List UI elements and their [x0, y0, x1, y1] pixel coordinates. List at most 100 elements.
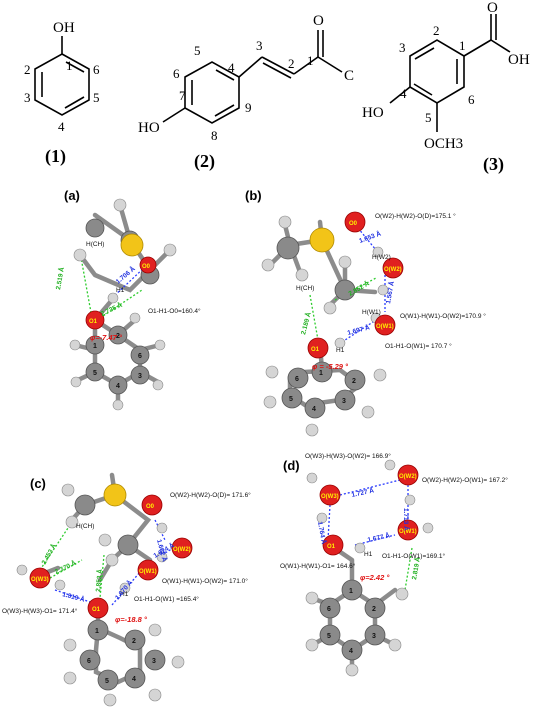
- panel-c-ring-num: 6: [87, 658, 91, 665]
- s2-oh-label: HO: [138, 120, 160, 136]
- panel-a: (a) O1 O0 H1 H(CH) 2.519: [53, 188, 201, 411]
- panel-b-dist-blue: 1.697 Å: [346, 322, 371, 337]
- panel-d-h-atom: [384, 459, 396, 471]
- s1-label: (1): [45, 146, 66, 167]
- s2-carbonyl-o: O: [313, 13, 324, 29]
- panel-c-h-atom: [16, 564, 28, 576]
- panel-a-hbond-green: [99, 289, 143, 319]
- panel-c-h-atom: [63, 638, 77, 652]
- s2-atom-num: 2: [288, 56, 295, 71]
- panel-c-ring-c: [87, 619, 109, 641]
- panel-c-angle: O(W3)-H(W3)-O1= 171.4°: [2, 607, 78, 615]
- panel-b-hch-label: H(CH): [296, 285, 314, 292]
- panel-b-h-atom: [377, 284, 389, 296]
- panel-c-ow2-atom: [171, 537, 193, 559]
- panel-c-ring-c: [144, 649, 166, 671]
- s3-acid-o: O: [487, 0, 498, 16]
- s2-chain-bond: [238, 56, 263, 78]
- panel-a-s-atom: [120, 233, 144, 257]
- panel-a-h1-label: H1: [116, 287, 125, 294]
- s2-atom-num: 5: [194, 43, 201, 58]
- panel-c-s-atom: [103, 483, 127, 507]
- panel-d-h-atom: [345, 663, 359, 677]
- panel-d-h-atom: [305, 591, 319, 605]
- s1-ring: [34, 53, 90, 116]
- panel-b-ring-c: [334, 389, 356, 411]
- panel-b-o0-atom: [344, 211, 366, 233]
- panel-c-hbond-green: [39, 524, 71, 571]
- panel-a-ring-c: [85, 362, 105, 382]
- panel-b-o1-atom: [307, 337, 329, 359]
- s1-atom-num: 5: [93, 90, 100, 105]
- s3-oh-bond: [389, 86, 411, 104]
- panel-d-label: (d): [283, 458, 300, 473]
- panel-c-ring-c: [97, 669, 119, 691]
- s2-chain-double: [262, 62, 292, 79]
- s2-atom-num: 4: [228, 60, 235, 75]
- panel-a-label: (a): [64, 188, 80, 203]
- panel-b-h-atom: [261, 258, 275, 272]
- panel-d-dist-blue: 1.677 Å: [367, 530, 391, 544]
- panel-d-angle: O1-H1-O(W1)=169.1°: [382, 552, 446, 560]
- panel-c-ring-num: 4: [132, 676, 136, 683]
- panel-c-dist-green: 2.853 Å: [93, 568, 104, 592]
- panel-a-h-atom: [152, 379, 164, 391]
- panel-c-ring-c: [79, 649, 101, 671]
- panel-b-label: (b): [245, 188, 262, 203]
- panel-a-hch-label: H(CH): [86, 241, 104, 248]
- panel-c-dist-blue: 1.819 Å: [61, 589, 86, 604]
- panel-c-ring-num: 5: [105, 678, 109, 685]
- panel-b-ring-num: 4: [312, 406, 316, 413]
- s2-tail: C: [344, 68, 354, 84]
- s2-atom-num: 1: [307, 53, 314, 68]
- panel-c-h-atom: [63, 671, 77, 685]
- panel-b-hw2-atom: [372, 246, 384, 258]
- panel-d-ow1-atom: [397, 519, 419, 541]
- panel-a-ring-num: 2: [116, 333, 120, 340]
- panel-b-ring-c: [287, 367, 309, 389]
- panel-d-h-atom: [316, 512, 328, 524]
- panel-c-label: (c): [30, 476, 46, 491]
- panel-d-h-atom: [395, 587, 409, 601]
- s1-atom-num: 1: [66, 58, 73, 73]
- panel-a-ring-num: 1: [93, 343, 97, 350]
- s2-label: (2): [194, 151, 215, 172]
- s2-double-bond: [215, 69, 235, 81]
- panel-b-ring-num: 3: [342, 398, 346, 405]
- panel-d-o1-label: O1: [327, 544, 336, 550]
- panel-b-ring-num: 6: [295, 376, 299, 383]
- panel-b-h1-label: H1: [336, 347, 345, 354]
- s3-label: (3): [483, 154, 504, 175]
- s2-double-bond: [214, 104, 235, 117]
- panel-c-h-atom: [103, 693, 117, 707]
- panel-d-angle: O(W1)-H(W1)-O1= 164.6°: [280, 562, 356, 570]
- panel-a-ring-c: [85, 335, 105, 355]
- s2-atom-num: 7: [179, 88, 186, 103]
- panel-c-h-atom: [148, 688, 162, 702]
- panel-a-h-atom: [113, 198, 127, 212]
- s3-acid-oh: OH: [508, 52, 530, 68]
- panel-c-h1-atom: [119, 582, 131, 594]
- panel-d-ring-c: [364, 597, 386, 619]
- panel-c-phi: φ=-18.8 °: [115, 615, 148, 624]
- panel-c-hch-label: H(CH): [76, 523, 94, 530]
- panel-c: (c) O0: [2, 472, 251, 707]
- panel-a-c-atom: [85, 218, 105, 238]
- panel-a-ring-num: 3: [138, 373, 142, 380]
- panel-d-dist-blue: 1.713 Å: [402, 508, 411, 531]
- panel-c-h1-label: H1: [120, 591, 129, 598]
- panel-b-s-atom: [309, 227, 335, 253]
- panel-d-angle: O(W3)-H(W3)-O(W2)= 166.9°: [305, 452, 391, 460]
- panel-b-c-atom: [334, 279, 356, 301]
- panel-d-h1-atom: [354, 542, 366, 554]
- panel-b-h-atom: [305, 423, 319, 437]
- s1-atom-num: 6: [93, 62, 100, 77]
- panel-d-hbond-blue: [354, 534, 396, 546]
- panel-d-ring-num: 2: [372, 606, 376, 613]
- panel-a-h-atom: [70, 376, 82, 388]
- panel-b-hw2-label: H(W2): [372, 254, 391, 261]
- panel-c-c-atom: [117, 534, 139, 556]
- structure-2-coumaroyl: O C HO 1 2 3 4 5 6 7 8 9 (2): [138, 13, 354, 172]
- s1-atom-num: 3: [24, 90, 31, 105]
- s1-oh-label: OH: [53, 20, 75, 36]
